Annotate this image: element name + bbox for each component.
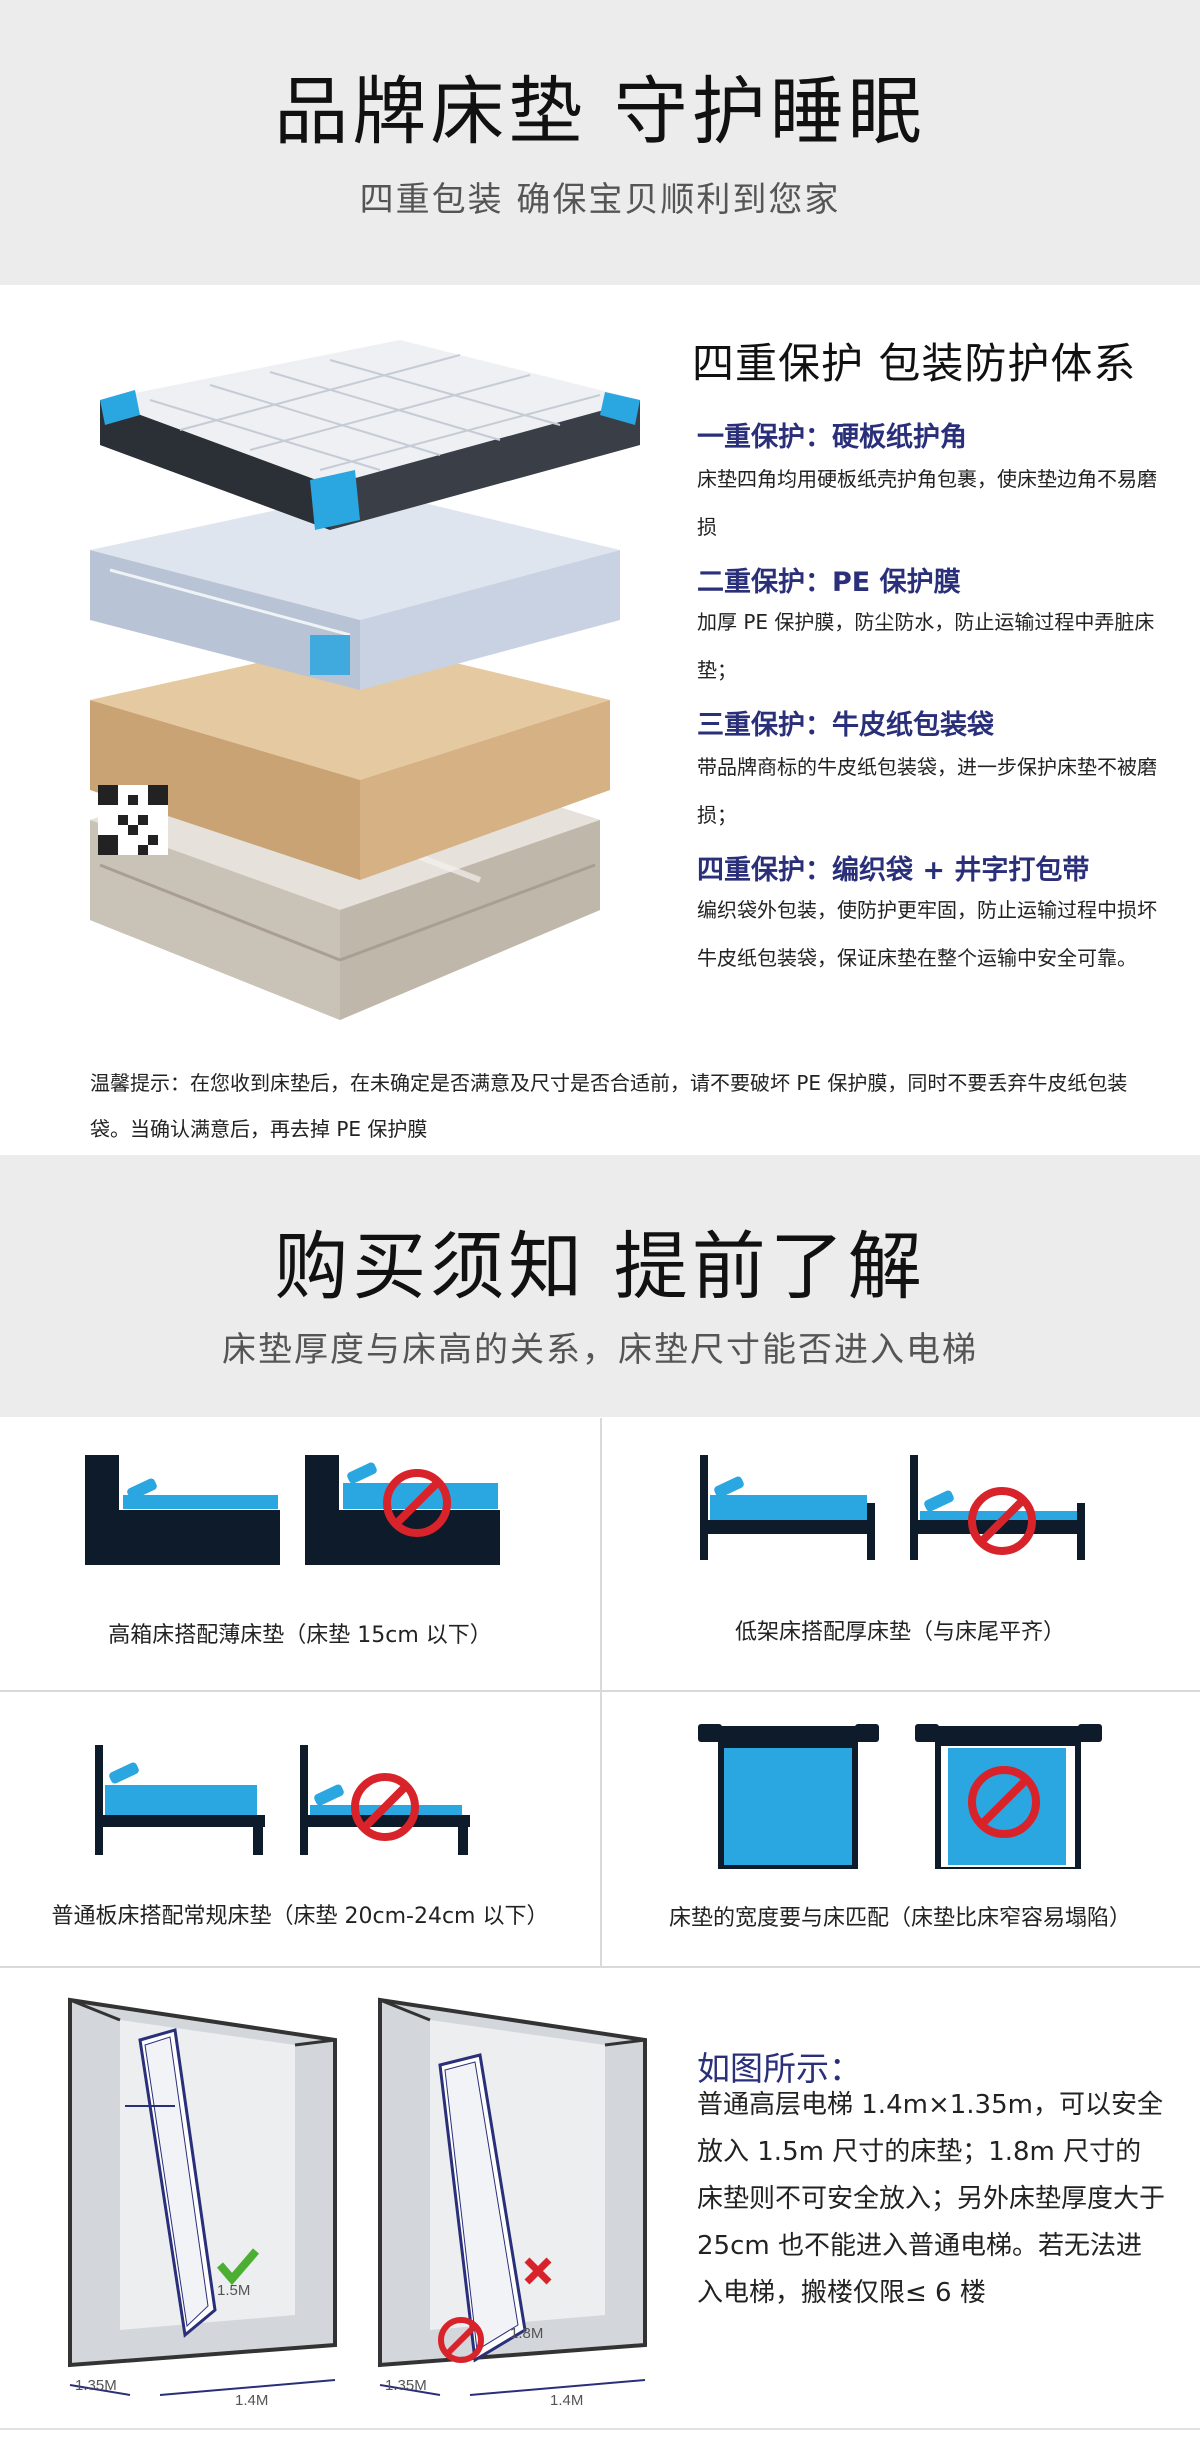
- cell-caption-1: 高箱床搭配薄床垫（床垫 15cm 以下）: [108, 1623, 492, 1648]
- warm-tip: 温馨提示：在您收到床垫后，在未确定是否满意及尺寸是否合适前，请不要破坏 PE 保…: [90, 1071, 1128, 1141]
- mattress-width-ok: [698, 1724, 879, 1869]
- protection-title: 四重保护 包装防护体系: [692, 339, 1137, 388]
- protection-item-1-desc: 床垫四角均用硬板纸壳护角包裹，使床垫边角不易磨损: [697, 467, 1157, 539]
- protection-item-3-title: 三重保护：牛皮纸包装袋: [697, 710, 994, 741]
- elevator-ok: 1.35M 1.4M 1.5M: [68, 1997, 337, 2409]
- low-frame-bed-illustration: [700, 1455, 1085, 1560]
- cell-caption-3: 普通板床搭配常规床垫（床垫 20cm-24cm 以下）: [51, 1904, 549, 1929]
- elevator-title: 如图所示：: [697, 2049, 862, 2088]
- board-bed-bad: [300, 1745, 470, 1855]
- header-band: 品牌床垫 守护睡眠 四重包装 确保宝贝顺利到您家: [0, 0, 1200, 285]
- cell-caption-4: 床垫的宽度要与床匹配（床垫比床窄容易塌陷）: [668, 1906, 1131, 1931]
- protection-item-1-title: 一重保护：硬板纸护角: [697, 422, 967, 453]
- high-box-bed-bad: [305, 1455, 500, 1565]
- elevator-text: 普通高层电梯 1.4m×1.35m，可以安全放入 1.5m 尺寸的床垫；1.8m…: [697, 2090, 1166, 2308]
- bottom-divider: [0, 2428, 1200, 2430]
- grid-divider-vertical: [600, 1418, 602, 1968]
- top-mattress-layer: [100, 340, 640, 530]
- grid-divider-horizontal-1: [0, 1690, 1200, 1692]
- mattress-width-illustration: [698, 1724, 1102, 1869]
- low-frame-bed-ok: [700, 1455, 875, 1560]
- page-title: 品牌床垫 守护睡眠: [274, 69, 926, 155]
- elevator-bad: 1.35M 1.4M 1.8M: [378, 1997, 647, 2409]
- elevator-illustration: 1.35M 1.4M 1.5M 1.35M 1.4M 1.8M: [68, 1997, 647, 2409]
- low-frame-bed-bad: [910, 1455, 1085, 1560]
- protection-item-3-desc: 带品牌商标的牛皮纸包装袋，进一步保护床垫不被磨损；: [697, 755, 1157, 827]
- cell-caption-2: 低架床搭配厚床垫（与床尾平齐）: [734, 1620, 1065, 1645]
- elevator-bad-width: 1.4M: [550, 2392, 583, 2409]
- page-subtitle: 四重包装 确保宝贝顺利到您家: [359, 180, 841, 220]
- mattress-width-bad: [915, 1724, 1102, 1869]
- protection-item-2-title: 二重保护：PE 保护膜: [697, 567, 961, 598]
- elevator-ok-size: 1.5M: [217, 2282, 250, 2299]
- packaging-stack-illustration: [90, 340, 640, 1020]
- qr-code: [98, 785, 168, 855]
- protection-item-4-desc: 编织袋外包装，使防护更牢固，防止运输过程中损坏牛皮纸包装袋，保证床垫在整个运输中…: [697, 898, 1157, 970]
- kraft-paper-layer: [90, 640, 610, 880]
- notice-subtitle: 床垫厚度与床高的关系，床垫尺寸能否进入电梯: [222, 1330, 978, 1370]
- notice-band: 购买须知 提前了解 床垫厚度与床高的关系，床垫尺寸能否进入电梯: [0, 1155, 1200, 1417]
- protection-item-4-title: 四重保护：编织袋 + 井字打包带: [697, 855, 1090, 886]
- high-box-bed-illustration: [85, 1455, 500, 1565]
- protection-item-2-desc: 加厚 PE 保护膜，防尘防水，防止运输过程中弄脏床垫；: [697, 610, 1155, 682]
- board-bed-ok: [95, 1745, 265, 1855]
- notice-title: 购买须知 提前了解: [274, 1224, 926, 1310]
- elevator-bad-depth: 1.35M: [385, 2377, 427, 2394]
- elevator-ok-depth: 1.35M: [75, 2377, 117, 2394]
- high-box-bed-ok: [85, 1455, 280, 1565]
- grid-divider-horizontal-2: [0, 1966, 1200, 1968]
- elevator-bad-size: 1.8M: [510, 2325, 543, 2342]
- board-bed-illustration: [95, 1745, 470, 1855]
- elevator-ok-width: 1.4M: [235, 2392, 268, 2409]
- pe-film-layer: [90, 490, 620, 690]
